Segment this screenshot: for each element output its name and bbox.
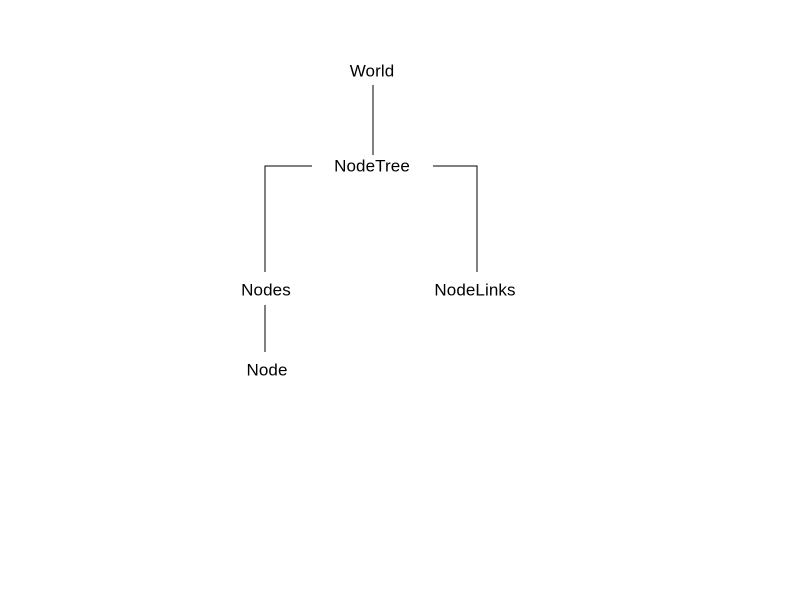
tree-node-nodes: Nodes	[241, 280, 291, 300]
edge-nodetree-to-nodes	[264, 165, 312, 272]
tree-node-world: World	[349, 61, 395, 81]
tree-node-nodelinks: NodeLinks	[434, 280, 516, 300]
edge-nodetree-to-nodelinks	[433, 165, 478, 272]
tree-node-nodetree: NodeTree	[334, 156, 410, 176]
tree-node-node: Node	[246, 360, 288, 380]
